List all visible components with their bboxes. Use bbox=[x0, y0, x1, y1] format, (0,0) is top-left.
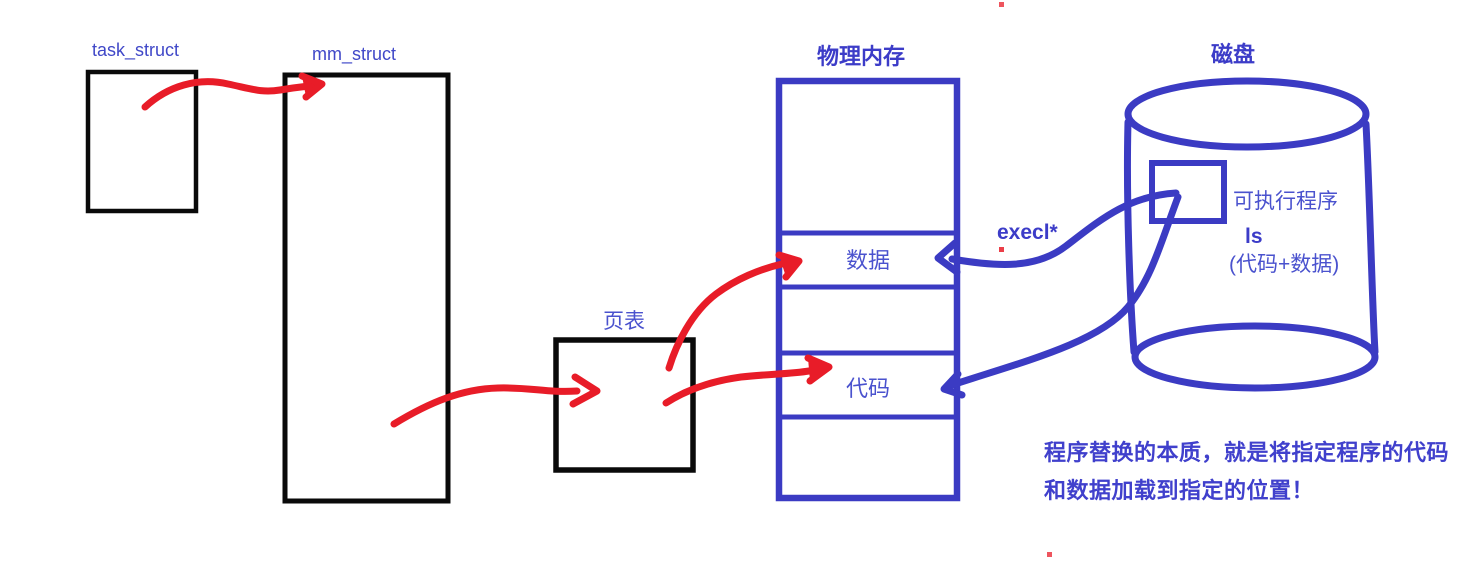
disk-top-ellipse bbox=[1124, 77, 1370, 151]
executable-program-rect bbox=[1149, 160, 1227, 224]
disk-bottom-ellipse bbox=[1131, 322, 1379, 392]
physical-memory-title: 物理内存 bbox=[817, 44, 906, 69]
arrow-page-table-to-data bbox=[665, 260, 786, 372]
arrow-mm-struct-to-page-table bbox=[390, 384, 581, 428]
red-arrows bbox=[141, 72, 833, 428]
arrow-task-struct-to-mm-struct bbox=[141, 78, 313, 111]
physical-memory-box bbox=[775, 77, 961, 502]
disk-cylinder bbox=[1123, 77, 1379, 392]
executable-program-label: 可执行程序 bbox=[1233, 190, 1338, 213]
red-speck-bottom bbox=[1047, 552, 1052, 557]
memory-data-row-label: 数据 bbox=[845, 248, 890, 273]
blue-arrows bbox=[934, 189, 1182, 399]
disk-left-wall bbox=[1123, 118, 1138, 356]
arrow-executable-to-data-head bbox=[934, 239, 961, 276]
page-table-box bbox=[553, 337, 696, 473]
note-line2: 和数据加载到指定的位置！ bbox=[1044, 478, 1315, 503]
execl-label: execl* bbox=[997, 221, 1058, 244]
memory-code-row-label: 代码 bbox=[845, 376, 890, 401]
program-name-label: ls bbox=[1245, 225, 1263, 248]
red-speck-top bbox=[999, 2, 1004, 7]
program-contents-label: (代码+数据) bbox=[1229, 253, 1340, 276]
mm-struct-box bbox=[282, 72, 451, 504]
page-table-label: 页表 bbox=[603, 310, 645, 333]
arrow-task-struct-to-mm-struct-head bbox=[298, 72, 326, 101]
task-struct-box bbox=[85, 69, 199, 214]
arrow-executable-to-code bbox=[948, 193, 1182, 389]
disk-title: 磁盘 bbox=[1211, 42, 1256, 67]
arrow-executable-to-code-head bbox=[940, 370, 966, 399]
arrow-page-table-to-data-head bbox=[775, 251, 803, 281]
arrow-executable-to-data bbox=[948, 189, 1180, 268]
arrow-mm-struct-to-page-table-head bbox=[569, 373, 601, 408]
arrow-page-table-to-code bbox=[662, 367, 813, 407]
arrow-page-table-to-code-head bbox=[804, 354, 833, 385]
red-speck-execl bbox=[999, 247, 1004, 252]
mm-struct-label: mm_struct bbox=[312, 44, 397, 64]
note-line1: 程序替换的本质，就是将指定程序的代码 bbox=[1044, 440, 1450, 465]
task-struct-label: task_struct bbox=[92, 40, 180, 60]
disk-right-wall bbox=[1362, 120, 1379, 356]
